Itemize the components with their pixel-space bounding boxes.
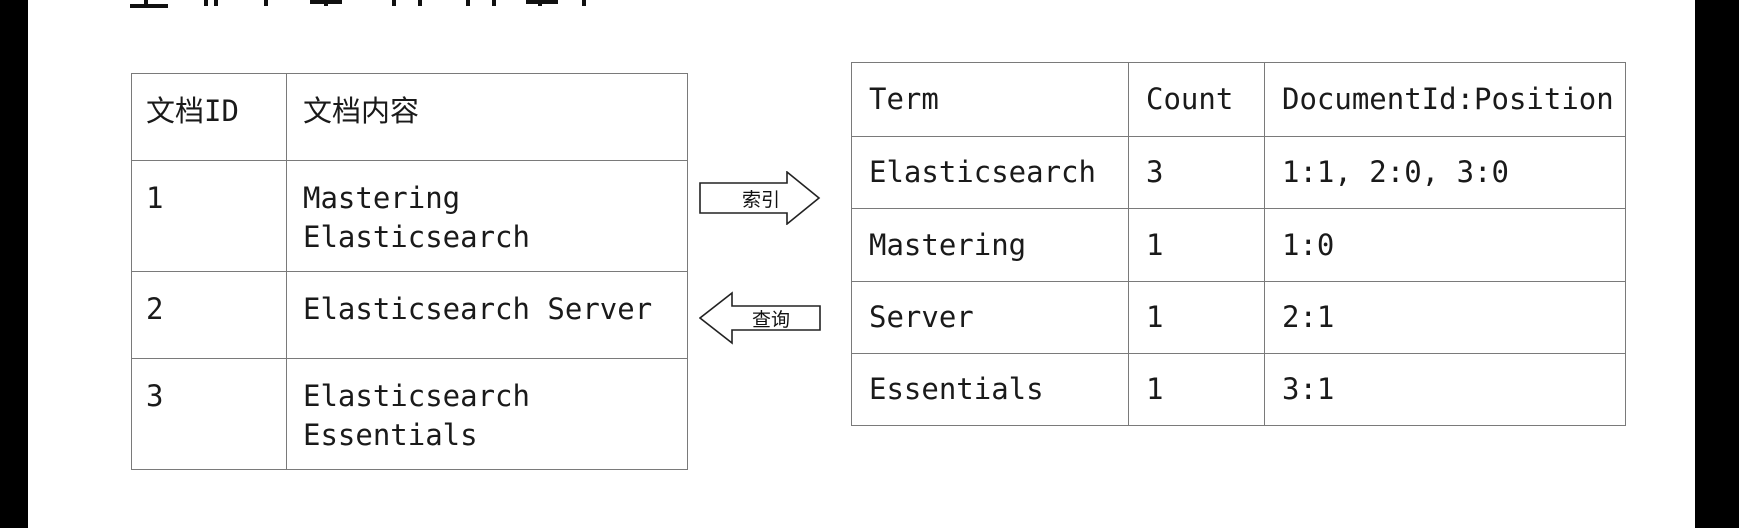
- term-cell: Mastering: [851, 208, 1129, 282]
- query-arrow-label: 查询: [752, 309, 790, 331]
- doc-id-cell: 1: [131, 160, 287, 272]
- term-table-header-row: Term Count DocumentId:Position: [851, 62, 1626, 137]
- header-positions: DocumentId:Position: [1264, 62, 1626, 137]
- header-term: Term: [851, 62, 1129, 137]
- doc-content-line: Mastering: [303, 181, 461, 215]
- table-row: Essentials 1 3:1: [851, 353, 1626, 426]
- doc-content-line: Elasticsearch: [303, 379, 530, 413]
- doc-content-cell: Elasticsearch Server: [286, 271, 688, 359]
- cropped-heading-glyphs: [130, 0, 586, 8]
- header-doc-id: 文档ID: [131, 73, 287, 161]
- cropped-heading: [130, 0, 600, 21]
- index-arrow-label: 索引: [742, 189, 780, 211]
- table-row: 2 Elasticsearch Server: [131, 271, 688, 359]
- doc-content-line: Essentials: [303, 418, 478, 452]
- positions-cell: 2:1: [1264, 281, 1626, 354]
- doc-content-line: Elasticsearch Server: [303, 292, 653, 326]
- table-row: Mastering 1 1:0: [851, 208, 1626, 282]
- query-arrow-icon: 查询: [699, 291, 821, 345]
- inverted-index-table: Term Count DocumentId:Position Elasticse…: [851, 62, 1626, 426]
- doc-id-cell: 3: [131, 358, 287, 470]
- positions-cell: 3:1: [1264, 353, 1626, 426]
- term-cell: Server: [851, 281, 1129, 354]
- count-cell: 1: [1128, 353, 1265, 426]
- table-row: Elasticsearch 3 1:1, 2:0, 3:0: [851, 136, 1626, 209]
- index-arrow-icon: 索引: [699, 171, 821, 225]
- header-count: Count: [1128, 62, 1265, 137]
- positions-cell: 1:0: [1264, 208, 1626, 282]
- doc-content-line: Elasticsearch: [303, 220, 530, 254]
- count-cell: 3: [1128, 136, 1265, 209]
- header-doc-content: 文档内容: [286, 73, 688, 161]
- term-cell: Essentials: [851, 353, 1129, 426]
- document-table-header-row: 文档ID 文档内容: [131, 73, 688, 161]
- table-row: Server 1 2:1: [851, 281, 1626, 354]
- count-cell: 1: [1128, 208, 1265, 282]
- positions-cell: 1:1, 2:0, 3:0: [1264, 136, 1626, 209]
- count-cell: 1: [1128, 281, 1265, 354]
- term-cell: Elasticsearch: [851, 136, 1129, 209]
- doc-id-cell: 2: [131, 271, 287, 359]
